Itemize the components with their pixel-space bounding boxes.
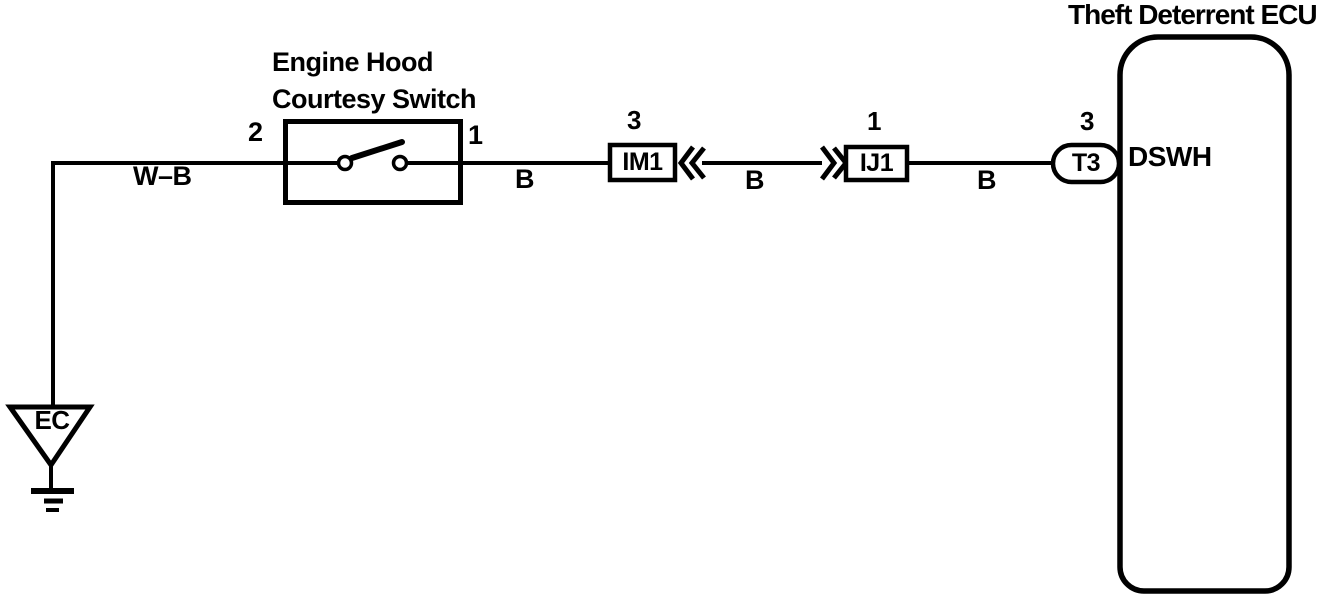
t3-pin-number: 3 — [1080, 106, 1094, 136]
wire-color-b1: B — [515, 164, 535, 194]
ecu-title: Theft Deterrent ECU — [1068, 0, 1318, 30]
ground-point-label: EC — [34, 405, 70, 435]
switch-terminal-1: 1 — [468, 120, 483, 150]
ij1-pin-number: 1 — [867, 106, 881, 136]
connector-oval-t3 — [1050, 142, 1122, 185]
ij1-connector-label: IJ1 — [859, 149, 894, 177]
switch-name-line1: Engine Hood — [272, 47, 433, 77]
t3-connector-label: T3 — [1071, 149, 1101, 177]
connector-box-ij1 — [843, 144, 910, 183]
im1-pin-number: 3 — [627, 105, 641, 135]
wire-color-b2: B — [745, 165, 765, 195]
im1-connector-label: IM1 — [622, 148, 663, 176]
switch-name-line2: Courtesy Switch — [272, 84, 477, 114]
male-chevron-outer-icon — [820, 145, 838, 181]
ground-triangle-icon — [5, 404, 95, 470]
wire-color-b3: B — [977, 165, 997, 195]
connector-box-im1 — [607, 142, 678, 183]
switch-box — [283, 119, 463, 205]
female-chevron-outer-icon — [677, 145, 695, 181]
female-chevron-inner-icon — [688, 146, 706, 180]
switch-contact-right-icon — [391, 154, 409, 172]
switch-contact-left-icon — [336, 154, 354, 172]
switch-terminal-2: 2 — [248, 117, 263, 147]
ecu-terminal-dswh: DSWH — [1128, 141, 1212, 172]
wire-color-wb: W–B — [133, 161, 192, 191]
switch-blade — [349, 139, 405, 161]
switch-name: Engine Hood Courtesy Switch — [272, 44, 477, 118]
ecu-outline — [1117, 34, 1292, 594]
